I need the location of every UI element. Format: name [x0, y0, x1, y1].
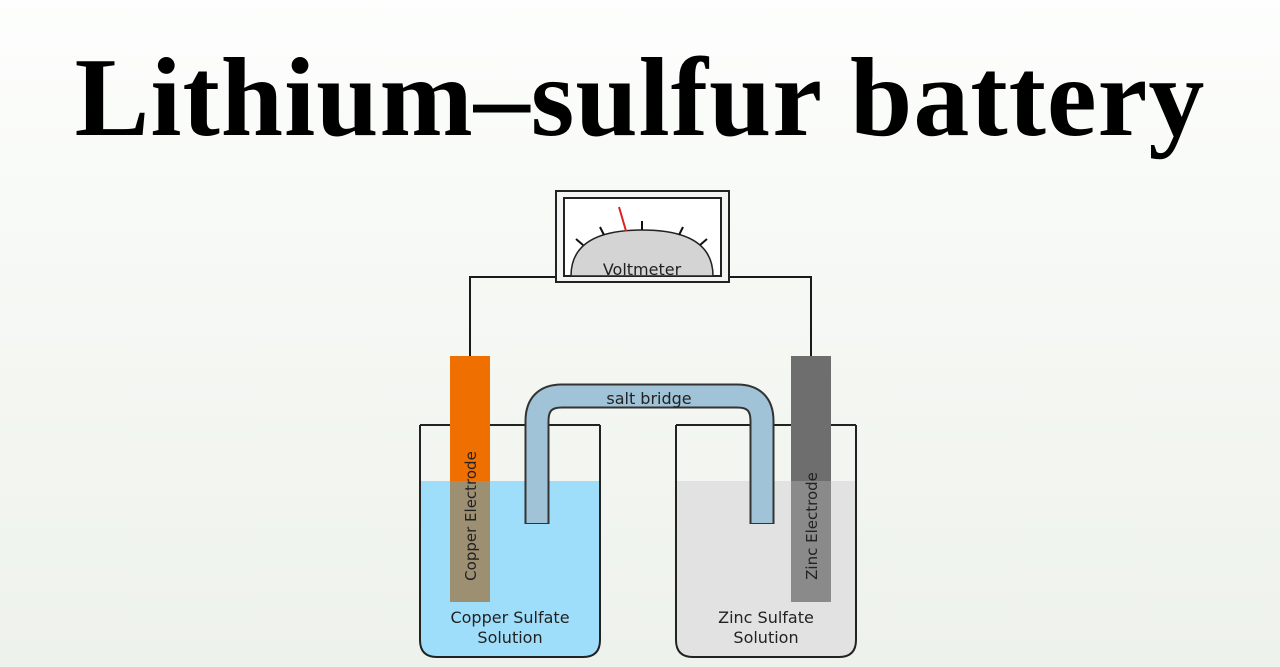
zinc-solution-label-line2: Solution	[733, 628, 798, 647]
voltmeter-needle	[618, 206, 627, 232]
right-wire	[728, 276, 812, 356]
voltmeter-dial	[570, 229, 714, 277]
page-title: Lithium–sulfur battery	[74, 36, 1206, 160]
zinc-electrode: Zinc Electrode	[791, 356, 831, 602]
voltmeter-ticks	[575, 221, 708, 246]
salt-bridge-label: salt bridge	[606, 389, 691, 408]
copper-solution-label-line2: Solution	[477, 628, 542, 647]
voltmeter: Voltmeter	[555, 190, 730, 283]
zinc-electrode-label: Zinc Electrode	[803, 472, 821, 580]
copper-electrode: Copper Electrode	[450, 356, 490, 602]
salt-bridge: salt bridge	[524, 383, 775, 524]
zinc-solution-label-line1: Zinc Sulfate	[718, 608, 814, 627]
copper-electrode-label: Copper Electrode	[462, 451, 480, 581]
copper-solution-label-line1: Copper Sulfate	[450, 608, 569, 627]
left-wire	[469, 276, 557, 356]
voltmeter-label: Voltmeter	[603, 260, 682, 279]
